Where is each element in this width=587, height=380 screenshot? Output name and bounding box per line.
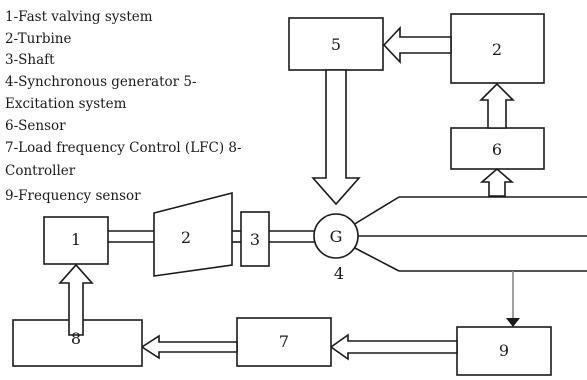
sensor-block	[450, 127, 545, 170]
legend-item-shaft: 3-Shaft	[5, 52, 55, 68]
fast-valving-label: 1	[71, 230, 81, 249]
arrow-5-to-generator	[311, 69, 361, 206]
legend-item-controller: Controller	[5, 163, 76, 179]
arrow-line-to-6	[479, 167, 515, 197]
transmission-line-bottom	[352, 246, 400, 272]
excitation-system-block	[288, 17, 384, 71]
arrow-7-to-8	[140, 334, 238, 360]
legend-item-freq-sensor: 9-Frequency sensor	[5, 188, 141, 204]
arrow-9-to-7	[329, 333, 458, 361]
arrow-8-to-1	[58, 263, 94, 336]
turbine-top-label: 2	[492, 40, 502, 59]
legend-item-fast-valving: 1-Fast valving system	[5, 9, 153, 25]
turbine-block	[153, 191, 233, 277]
generator-circle	[313, 213, 359, 259]
transmission-line-top	[352, 196, 400, 226]
generator-label: G	[330, 227, 343, 246]
legend-item-lfc: 7-Load frequency Control (LFC) 8-	[5, 140, 242, 156]
legend-item-excitation: Excitation system	[5, 96, 127, 112]
arrow-2-to-5	[382, 25, 452, 65]
lfc-block	[236, 317, 332, 367]
turbine-label: 2	[181, 228, 191, 247]
arrow-6-to-2	[479, 82, 515, 129]
turbine-top-block	[450, 13, 545, 84]
frequency-sensor-label: 9	[499, 341, 509, 360]
excitation-system-label: 5	[331, 35, 341, 54]
signal-arrowhead-to-9	[506, 318, 520, 327]
sensor-label: 6	[492, 140, 502, 159]
controller-label: 8	[71, 329, 81, 348]
lfc-label: 7	[279, 332, 289, 351]
legend-item-sensor: 6-Sensor	[5, 118, 66, 134]
shaft-block	[240, 211, 270, 267]
synchronous-generator-number: 4	[334, 264, 344, 283]
frequency-sensor-block	[456, 326, 552, 376]
legend-item-turbine: 2-Turbine	[5, 31, 72, 47]
legend-item-generator: 4-Synchronous generator 5-	[5, 74, 197, 90]
shaft-label: 3	[250, 230, 260, 249]
